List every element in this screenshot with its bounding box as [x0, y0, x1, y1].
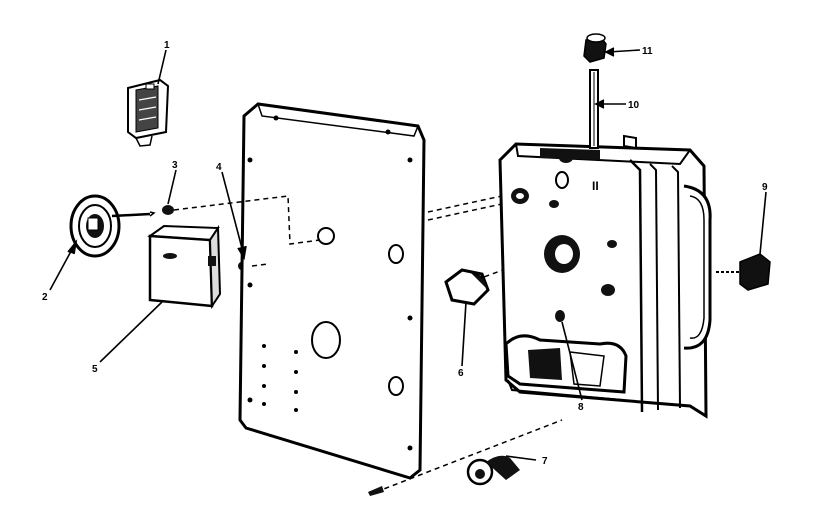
svg-text:II: II	[592, 179, 599, 193]
part-7-elbow-fitting	[466, 455, 520, 486]
part-3-washer	[162, 205, 174, 215]
part-10-stem	[589, 69, 599, 149]
mounting-plate	[238, 102, 426, 480]
callout-10: 10	[628, 100, 640, 111]
callout-leaders	[49, 47, 767, 461]
part-9-side-knob	[716, 253, 771, 291]
callout-6: 6	[458, 368, 464, 379]
callout-7: 7	[542, 456, 548, 467]
callout-9: 9	[762, 182, 768, 193]
callout-3: 3	[172, 160, 178, 171]
part-1-relay	[127, 78, 170, 147]
callout-8: 8	[578, 402, 584, 413]
part-6-hex-nut	[444, 268, 490, 306]
callout-5: 5	[92, 364, 98, 375]
callout-4: 4	[216, 162, 222, 173]
callout-11: 11	[642, 46, 653, 57]
part-2-dial	[69, 194, 156, 258]
part-11-cap	[583, 33, 607, 63]
callout-labels: 1 2 3 4 5 6 7 8 9 10 11	[42, 40, 768, 467]
part-5-box-housing	[147, 224, 222, 310]
callout-2: 2	[42, 292, 48, 303]
callout-1: 1	[164, 40, 170, 51]
valve-body: II	[498, 134, 712, 419]
mounting-screw	[368, 486, 384, 496]
